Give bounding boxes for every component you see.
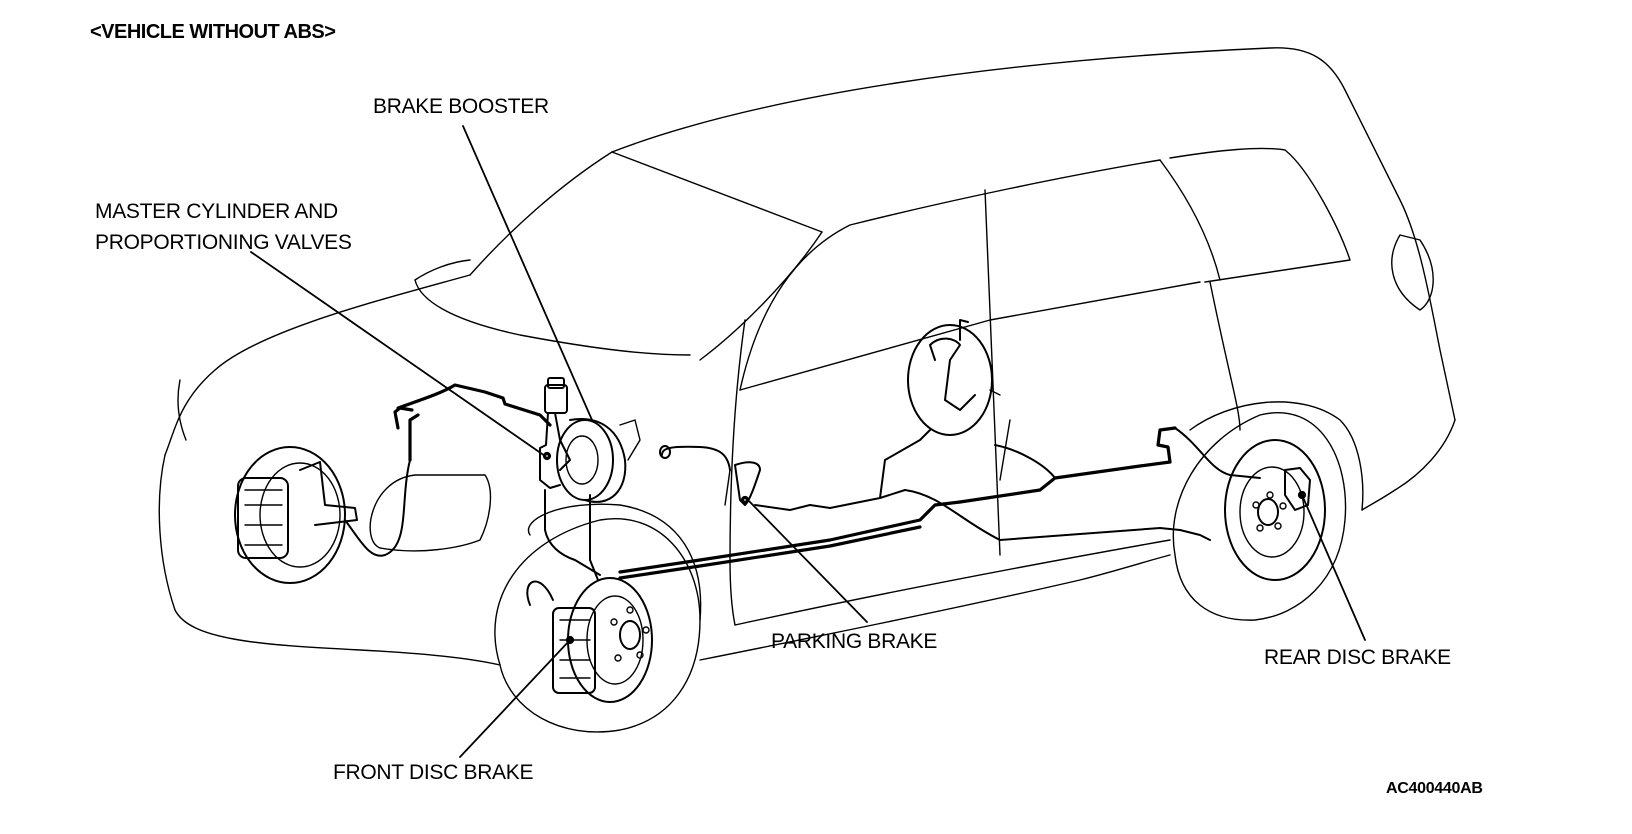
hub: [1257, 498, 1279, 526]
label-master-cylinder-line1: MASTER CYLINDER AND: [95, 200, 338, 223]
disc-rotor: [1224, 439, 1326, 581]
brake-line-underbody-2: [618, 525, 922, 580]
reservoir: [544, 384, 568, 414]
hub: [619, 620, 641, 650]
front-disc-brake-right: [526, 577, 653, 703]
rear-bumper: [1361, 419, 1456, 511]
rocker-lower: [699, 554, 1171, 661]
brake-line-mc-front-right: [544, 489, 601, 576]
b-pillar-window: [1159, 159, 1221, 281]
leader-master-cylinder: [250, 251, 546, 457]
master-cylinder: [539, 377, 571, 489]
brake-line-to-rear: [958, 460, 1172, 504]
label-brake-booster: BRAKE BOOSTER: [373, 95, 549, 118]
windshield-top: [611, 151, 823, 233]
leader-brake-booster: [462, 125, 593, 421]
vehicle-body-outline: [158, 47, 1456, 733]
label-master-cylinder: MASTER CYLINDER AND PROPORTIONING VALVES: [95, 196, 352, 258]
roof-line: [611, 47, 1456, 421]
caliper: [1284, 467, 1311, 511]
label-rear-disc-brake: REAR DISC BRAKE: [1264, 646, 1451, 669]
hood-line: [164, 274, 471, 456]
brake-line-underbody-1: [618, 500, 962, 574]
rocker-upper: [734, 539, 1171, 626]
a-pillar: [469, 151, 613, 276]
windshield-bottom: [414, 279, 691, 356]
caliper: [237, 477, 289, 559]
label-parking-brake: PARKING BRAKE: [771, 630, 938, 653]
label-front-disc-brake: FRONT DISC BRAKE: [333, 761, 534, 784]
brake-line-front-left-riser: [408, 413, 420, 462]
rear-tire-outline: [1172, 412, 1347, 621]
front-bumper: [158, 454, 501, 666]
brake-line-front-left: [393, 383, 552, 430]
front-tire-outline: [494, 518, 701, 733]
parking-brake-cable-rear: [904, 489, 1181, 541]
figure-code: AC400440AB: [1386, 780, 1483, 797]
front-door-window-top: [739, 159, 1161, 391]
brake-line-mc-rear: [589, 494, 599, 581]
leader-front-disc-brake: [459, 639, 571, 758]
diagram-title: <VEHICLE WITHOUT ABS>: [90, 21, 336, 43]
label-master-cylinder-line2: PROPORTIONING VALVES: [95, 231, 352, 254]
window-belt: [739, 281, 1201, 391]
parking-brake-lever: [659, 445, 761, 506]
front-door-front-edge: [729, 319, 746, 626]
leader-parking-brake: [747, 499, 868, 623]
rear-brake-hose: [1174, 427, 1261, 479]
front-wheel-arch: [527, 503, 702, 621]
brake-booster: [556, 418, 641, 503]
headlamp-edge: [177, 379, 187, 441]
lever-handle: [661, 445, 731, 471]
front-right-brake-hose: [526, 580, 554, 606]
reservoir-cap: [547, 377, 565, 389]
rear-disc-brake: [1224, 439, 1326, 581]
tail-lamp: [1391, 234, 1434, 311]
a-pillar-rear: [699, 231, 823, 361]
caliper: [552, 607, 596, 694]
disc-rotor: [234, 446, 346, 584]
parking-brake-cable-front: [754, 489, 906, 511]
front-left-brake-hose: [344, 459, 411, 557]
front-disc-brake-left: [234, 446, 411, 584]
rear-drum-in-hat: [907, 319, 1056, 481]
rear-door-seam: [1209, 281, 1241, 431]
rear-wheel-arch: [1189, 401, 1364, 511]
booster-bracket: [619, 419, 641, 461]
rear-quarter-window: [1169, 147, 1351, 283]
steering-knuckle: [299, 461, 358, 526]
brake-line-rear-bracket: [1156, 426, 1177, 464]
cowl: [414, 259, 471, 281]
leader-rear-disc-brake: [1301, 494, 1366, 641]
brake-line-to-drum: [879, 429, 931, 499]
parking-cable-rear-end: [1179, 529, 1211, 541]
inner-fender: [369, 474, 492, 552]
